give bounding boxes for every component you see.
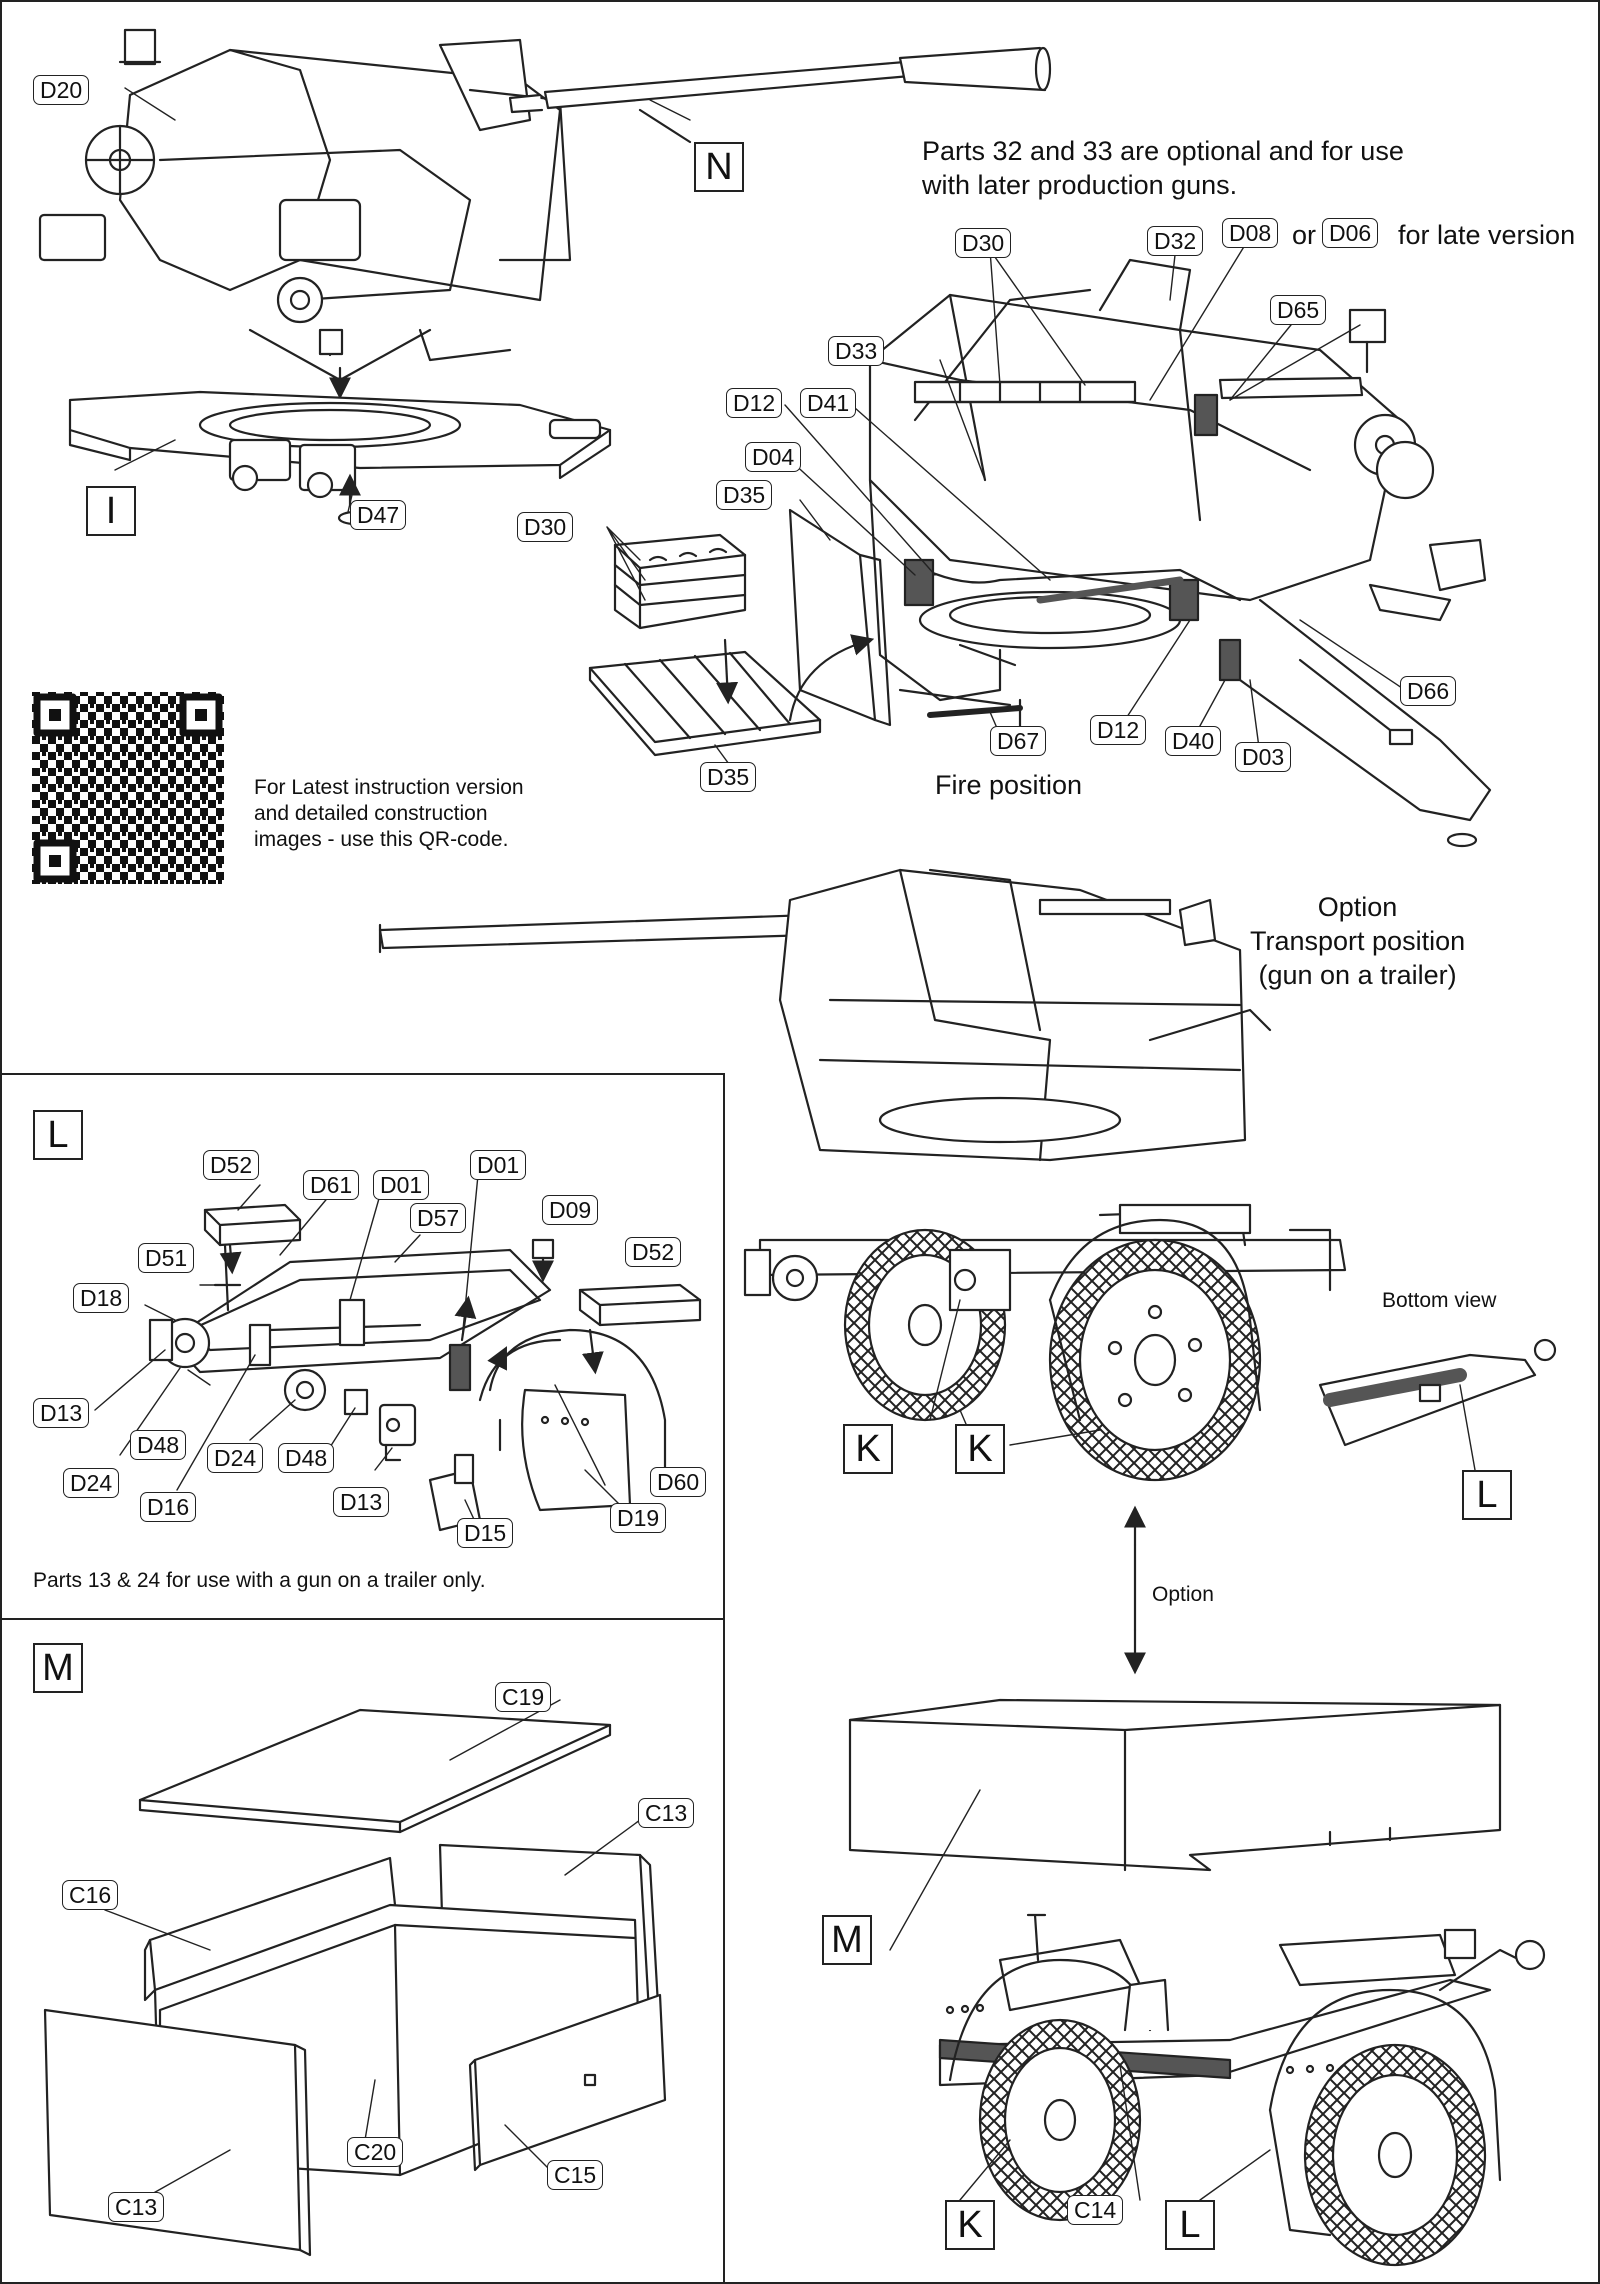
step-k-box-3: K (945, 2200, 995, 2250)
tag-d08: D08 (1222, 218, 1279, 248)
tag-d20: D20 (33, 75, 90, 105)
qr-note: For Latest instruction version and detai… (254, 776, 524, 851)
tag-d19: D19 (610, 1503, 667, 1533)
tag-d01-left: D01 (373, 1170, 430, 1200)
tag-d15: D15 (457, 1518, 514, 1548)
late-version-or: or (1292, 220, 1317, 250)
tag-c16: C16 (62, 1880, 119, 1910)
trailer-with-box (848, 1698, 1546, 2267)
tag-d24-right: D24 (207, 1443, 264, 1473)
tag-d18: D18 (73, 1283, 130, 1313)
floor-plank (588, 634, 875, 757)
tag-d66: D66 (1400, 676, 1457, 706)
step-l-box: L (33, 1110, 83, 1160)
tag-d67: D67 (990, 726, 1047, 756)
step-k-box-1: K (843, 1424, 893, 1474)
transport-position-label: Option Transport position (gun on a trai… (1250, 892, 1466, 990)
tag-d40: D40 (1165, 726, 1222, 756)
step-i-box: I (86, 486, 136, 536)
box-exploded (43, 1708, 667, 2257)
tag-d24-left: D24 (63, 1468, 120, 1498)
tag-d12-top: D12 (726, 388, 783, 418)
optional-parts-note: Parts 32 and 33 are optional and for use… (922, 136, 1404, 200)
tag-d60: D60 (650, 1467, 707, 1497)
tag-c14: C14 (1067, 2195, 1124, 2225)
tag-d33: D33 (828, 336, 885, 366)
tag-d09: D09 (542, 1195, 599, 1225)
tag-d32: D32 (1147, 226, 1204, 256)
tag-d65: D65 (1270, 295, 1327, 325)
step-m-frame (0, 1618, 725, 2284)
bottom-view-detail (1318, 1338, 1557, 1447)
step-l-trailer-box: L (1165, 2200, 1215, 2250)
tag-d03: D03 (1235, 742, 1292, 772)
tag-d35-plank: D35 (700, 762, 757, 792)
tag-d52-left: D52 (203, 1150, 260, 1180)
fire-position-gun (788, 258, 1492, 848)
tag-d48-right: D48 (278, 1443, 335, 1473)
option-label: Option (1152, 1583, 1214, 1606)
tag-d04: D04 (745, 442, 802, 472)
step-m-box: M (33, 1643, 83, 1693)
late-version-note: for late version (1398, 220, 1576, 250)
bottom-view-label: Bottom view (1382, 1289, 1497, 1312)
tag-d57: D57 (410, 1203, 467, 1233)
tag-d35-top: D35 (716, 480, 773, 510)
tag-c19: C19 (495, 1682, 552, 1712)
tag-d12-bottom: D12 (1090, 715, 1147, 745)
tag-d52-right: D52 (625, 1237, 682, 1267)
step-k-box-2: K (955, 1424, 1005, 1474)
tag-d06: D06 (1322, 218, 1379, 248)
tag-d16: D16 (140, 1492, 197, 1522)
trailer-only-note: Parts 13 & 24 for use with a gun on a tr… (33, 1569, 486, 1592)
tag-c13-front: C13 (108, 2192, 165, 2222)
fire-position-label: Fire position (935, 770, 1083, 800)
tag-d30-clips: D30 (517, 512, 574, 542)
step-l-frame (0, 1073, 725, 1620)
step-m-trailer-box: M (822, 1915, 872, 1965)
tag-d48-left: D48 (130, 1430, 187, 1460)
step-l-bottom-box: L (1462, 1470, 1512, 1520)
step-n-box: N (694, 142, 744, 192)
tag-d01-right: D01 (470, 1150, 527, 1180)
tag-c13-back: C13 (638, 1798, 695, 1828)
tag-d51: D51 (138, 1243, 195, 1273)
tag-d30-top: D30 (955, 228, 1012, 258)
gun-upper-assembly (38, 28, 1052, 382)
tag-d47: D47 (350, 500, 407, 530)
tag-d41: D41 (800, 388, 857, 418)
tag-c15: C15 (547, 2160, 604, 2190)
tag-d13-left: D13 (33, 1398, 90, 1428)
tag-d61: D61 (303, 1170, 360, 1200)
tag-d13-right: D13 (333, 1487, 390, 1517)
tag-c20: C20 (347, 2137, 404, 2167)
